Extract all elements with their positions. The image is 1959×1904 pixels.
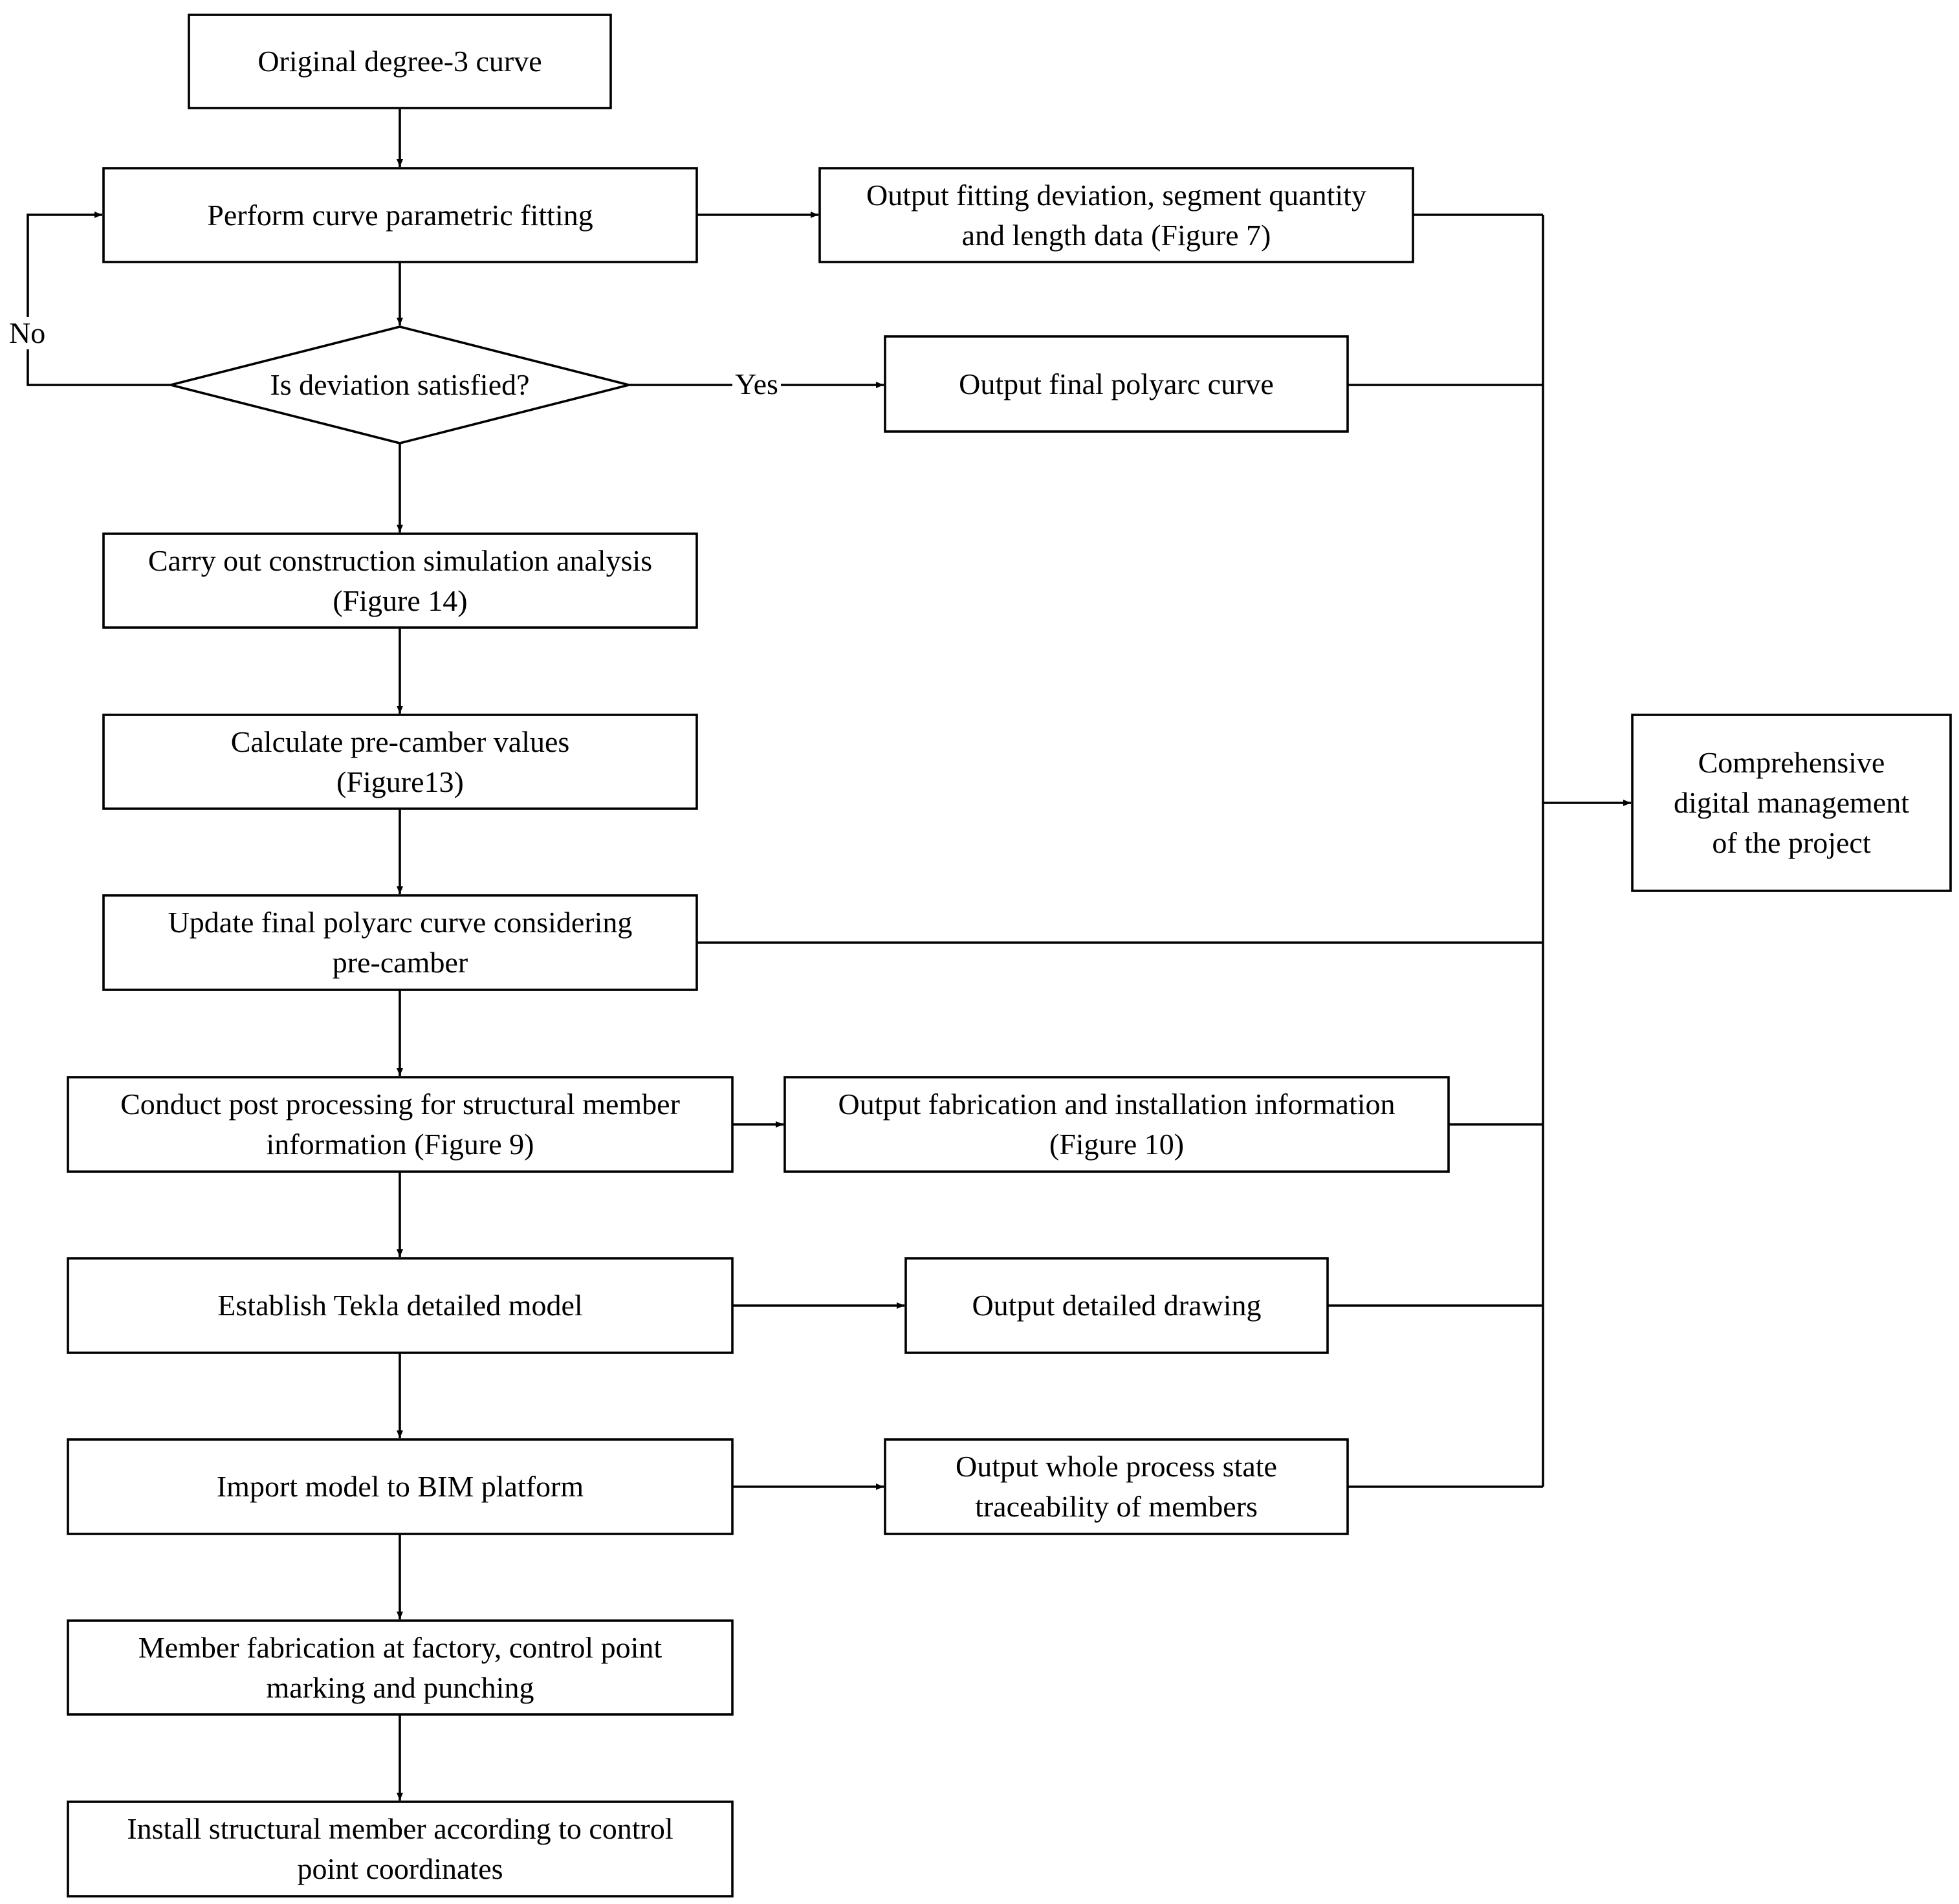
node-update-polyarc: Update final polyarc curve considering p… (104, 895, 697, 990)
node-fabrication: Member fabrication at factory, control p… (68, 1621, 732, 1714)
node-label-line-1: Comprehensive (1698, 746, 1885, 779)
node-pre-camber: Calculate pre-camber values (Figure13) (104, 715, 697, 809)
box-install (67, 1800, 734, 1898)
node-output-fabrication: Output fabrication and installation info… (785, 1077, 1449, 1172)
node-label-line-1: Update final polyarc curve considering (168, 906, 633, 939)
node-post-processing: Conduct post processing for structural m… (68, 1077, 732, 1172)
node-label: Perform curve parametric fitting (207, 198, 593, 232)
node-output-drawing: Output detailed drawing (906, 1258, 1328, 1353)
node-label-line-2: traceability of members (975, 1490, 1258, 1523)
node-label-line-1: Carry out construction simulation analys… (148, 543, 653, 577)
node-output-polyarc: Output final polyarc curve (885, 336, 1348, 432)
arrow-no-loop (27, 212, 171, 386)
node-construction-simulation: Carry out construction simulation analys… (104, 534, 697, 628)
node-label-line-1: Output fitting deviation, segment quanti… (866, 178, 1366, 212)
node-label-line-2: (Figure 14) (333, 584, 468, 617)
node-install: Install structural member according to c… (68, 1802, 732, 1896)
node-label-line-2: pre-camber (332, 946, 468, 979)
node-label-line-1: Conduct post processing for structural m… (120, 1088, 680, 1121)
node-label: Output detailed drawing (972, 1289, 1262, 1322)
node-label-line-2: marking and punching (266, 1670, 534, 1704)
edge-label-yes: Yes (732, 368, 781, 400)
node-label-line-2: information (Figure 9) (266, 1128, 534, 1161)
node-tekla-model: Establish Tekla detailed model (68, 1258, 732, 1353)
node-original-curve: Original degree-3 curve (189, 15, 611, 108)
node-import-bim: Import model to BIM platform (68, 1439, 732, 1534)
node-output-fitting: Output fitting deviation, segment quanti… (820, 168, 1413, 262)
node-output-traceability: Output whole process state traceability … (885, 1439, 1348, 1534)
node-label-line-2: (Figure 10) (1049, 1128, 1185, 1161)
edge-label-no: No (6, 317, 49, 349)
node-deviation-decision: Is deviation satisfied? (171, 327, 629, 443)
node-label-line-1: Install structural member according to c… (127, 1812, 673, 1845)
node-digital-management: Comprehensive digital management of the … (1632, 715, 1951, 891)
node-label: Original degree-3 curve (257, 45, 542, 78)
node-label: Establish Tekla detailed model (217, 1289, 583, 1322)
box-digital-management (1631, 714, 1952, 892)
node-label-line-2: (Figure13) (336, 765, 464, 798)
node-label-line-2: digital management (1673, 786, 1910, 819)
node-label: Import model to BIM platform (216, 1470, 584, 1503)
node-label-line-1: Output fabrication and installation info… (838, 1088, 1395, 1121)
node-label-line-2: and length data (Figure 7) (961, 218, 1271, 252)
node-label-line-1: Output whole process state (956, 1450, 1277, 1483)
node-label-line-2: point coordinates (297, 1852, 503, 1885)
node-label-line-1: Member fabrication at factory, control p… (138, 1630, 662, 1664)
node-label-line-1: Calculate pre-camber values (230, 725, 570, 758)
node-label-line-3: of the project (1712, 826, 1871, 859)
node-parametric-fitting: Perform curve parametric fitting (104, 168, 697, 262)
node-label: Is deviation satisfied? (270, 368, 530, 401)
node-label: Output final polyarc curve (959, 367, 1274, 400)
